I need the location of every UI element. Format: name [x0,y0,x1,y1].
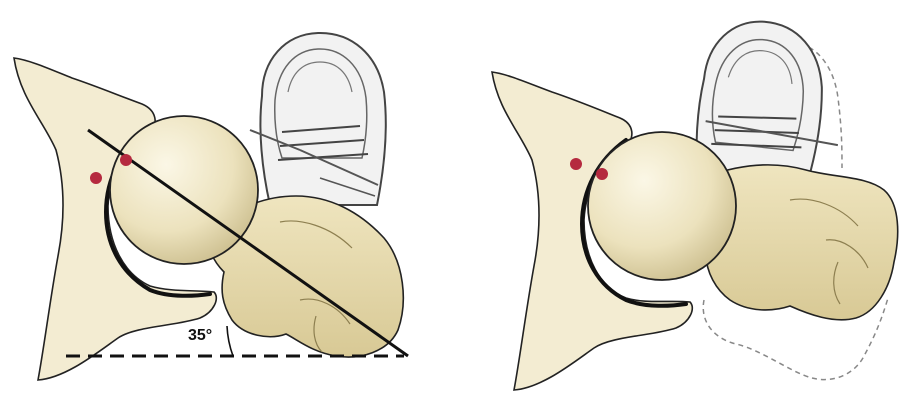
right-panel [492,16,898,390]
angle-label: 35° [188,327,212,345]
femoral-head-right [588,132,736,280]
contact-marker-right-1 [570,158,582,170]
femoral-head-left [110,116,258,264]
contact-marker-left-1 [90,172,102,184]
sneaker-left [250,33,386,205]
angle-arc [227,326,233,356]
contact-marker-left-2 [120,154,132,166]
contact-marker-right-2 [596,168,608,180]
